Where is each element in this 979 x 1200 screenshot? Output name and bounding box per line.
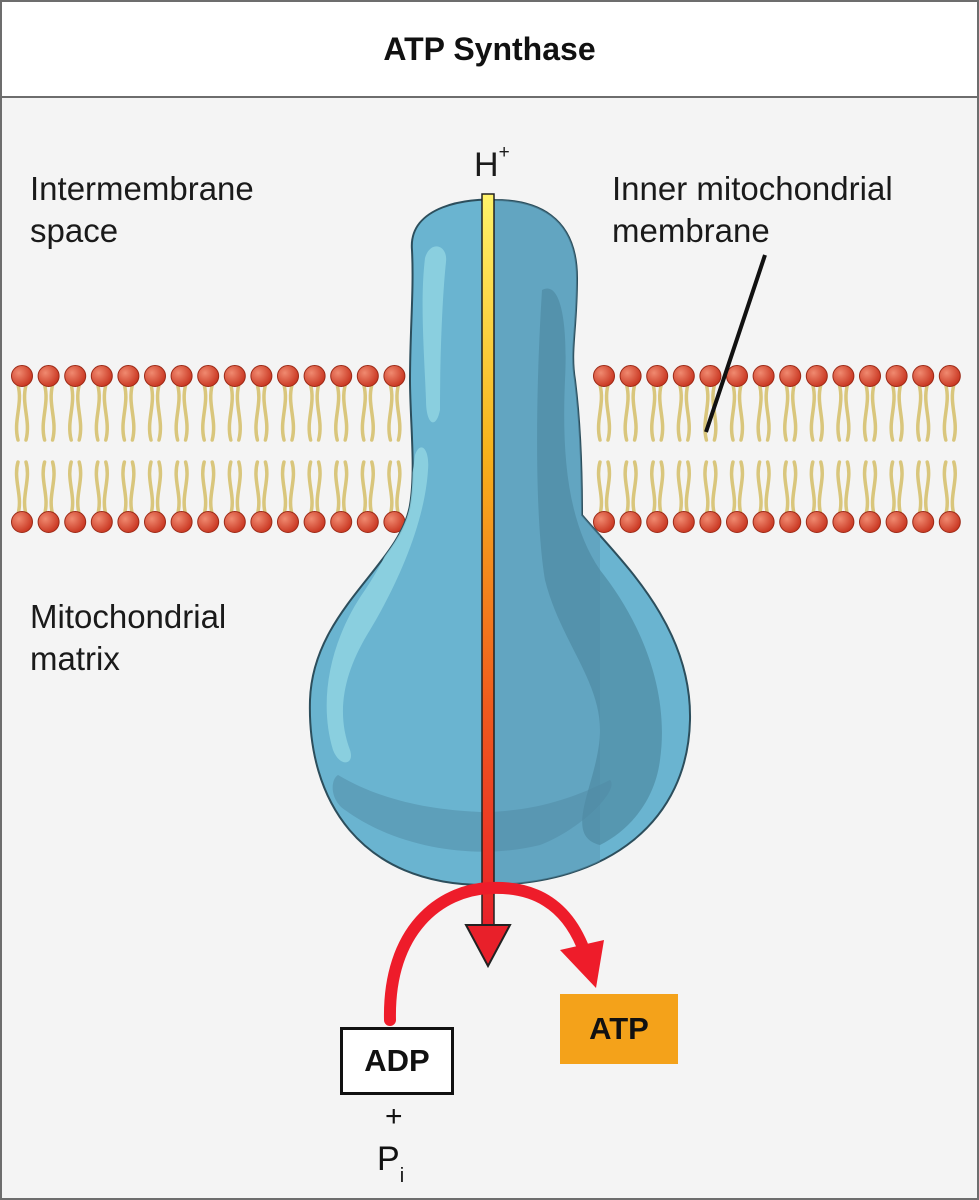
- phospholipid-bilayer: [11, 365, 961, 533]
- plus-sign: +: [385, 1100, 403, 1133]
- inner-membrane-label: Inner mitochondrial membrane: [612, 170, 893, 249]
- title-bar: ATP Synthase: [2, 2, 977, 98]
- membrane-pointer-line: [704, 254, 767, 433]
- atp-synthase-protein: [308, 198, 692, 887]
- proton-arrow: [464, 193, 512, 969]
- mitochondrial-matrix-label: Mitochondrial matrix: [30, 598, 227, 677]
- intermembrane-space-label: Intermembrane space: [30, 170, 254, 249]
- diagram-title: ATP Synthase: [383, 30, 596, 67]
- proton-label: H+: [474, 141, 510, 184]
- reaction-arrow: [383, 881, 604, 1026]
- phosphate-label: Pi: [377, 1140, 405, 1187]
- atp-box: ATP: [560, 994, 678, 1064]
- adp-box: ADP: [340, 1027, 454, 1095]
